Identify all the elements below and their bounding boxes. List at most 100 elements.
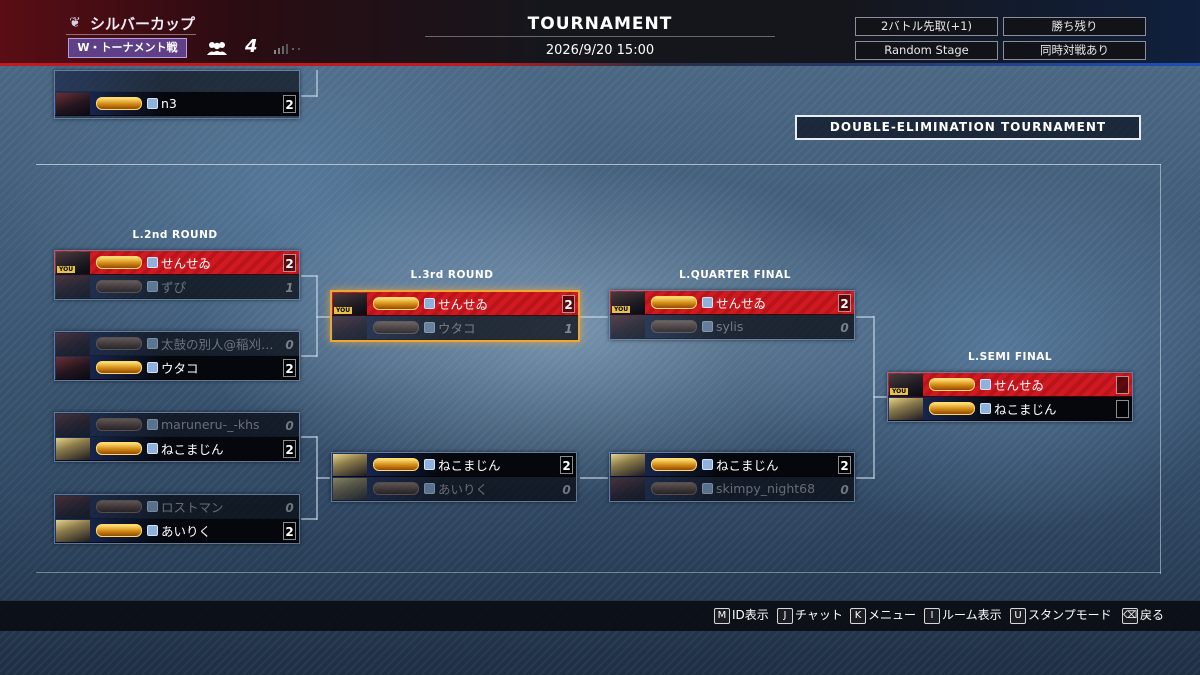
character-avatar	[56, 495, 90, 518]
character-avatar	[611, 315, 645, 338]
character-avatar	[611, 477, 645, 500]
platform-icon	[147, 98, 158, 109]
you-tag: YOU	[612, 305, 631, 313]
title-rule	[425, 36, 775, 37]
player-score: 2	[283, 521, 296, 540]
platform-icon	[147, 501, 158, 512]
connector	[301, 518, 317, 520]
player-row-loser[interactable]: あいりく 0	[332, 477, 576, 501]
platform-icon	[147, 338, 158, 349]
match-card-l3-2[interactable]: ねこまじん 2 あいりく 0	[331, 452, 577, 502]
character-avatar	[56, 437, 90, 460]
player-name: 太鼓の別人@稲刈準…	[161, 337, 283, 352]
player-row-winner[interactable]: YOU せんせゐ 2	[610, 291, 854, 315]
player-row-loser[interactable]: ウタコ 1	[332, 316, 578, 340]
you-tag: YOU	[334, 306, 353, 314]
rank-badge-icon	[929, 402, 975, 415]
platform-icon	[147, 362, 158, 373]
player-row-loser[interactable]: sylis 0	[610, 315, 854, 339]
character-avatar	[56, 519, 90, 542]
player-name: ねこまじん	[438, 458, 501, 473]
player-name: せんせゐ	[161, 256, 212, 271]
player-row-winner[interactable]: ねこまじん 2	[332, 453, 576, 477]
player-name: あいりく	[438, 482, 489, 497]
stage-rule-tag: Random Stage	[855, 41, 998, 60]
connector	[856, 477, 874, 479]
match-datetime: 2026/9/20 15:00	[545, 43, 655, 58]
platform-icon	[424, 298, 435, 309]
player-row[interactable]: YOU せんせゐ	[888, 373, 1132, 397]
key-j-icon: J	[777, 607, 793, 624]
tournament-type-label: DOUBLE-ELIMINATION TOURNAMENT	[795, 115, 1141, 140]
match-card-l2-3[interactable]: maruneru-_-khs 0 ねこまじん 2	[54, 412, 300, 462]
player-row-loser[interactable]: 太鼓の別人@稲刈準… 0	[55, 332, 299, 356]
player-name: ロストマン	[161, 500, 224, 515]
rank-badge-icon	[96, 97, 142, 110]
player-row-loser[interactable]: ずぴ 1	[55, 275, 299, 299]
platform-icon	[980, 379, 991, 390]
wings-emblem-icon: ❦	[69, 15, 81, 31]
player-row[interactable]: n3 2	[55, 92, 299, 116]
key-m-icon: M	[714, 607, 730, 624]
player-name: ウタコ	[161, 361, 199, 376]
player-row-winner[interactable]: YOU せんせゐ 2	[332, 292, 578, 316]
player-name: せんせゐ	[716, 296, 767, 311]
cup-name: シルバーカップ	[90, 15, 196, 33]
match-card-l2-4[interactable]: ロストマン 0 あいりく 2	[54, 494, 300, 544]
match-card-l3-1[interactable]: YOU せんせゐ 2 ウタコ 1	[330, 290, 580, 342]
match-card-top-partial[interactable]: n3 2	[54, 70, 300, 119]
rank-badge-icon	[96, 500, 142, 513]
rank-badge-icon	[651, 296, 697, 309]
match-card-lqf-1[interactable]: YOU せんせゐ 2 sylis 0	[609, 290, 855, 340]
rank-badge-icon	[651, 458, 697, 471]
rank-badge-icon	[929, 378, 975, 391]
match-card-l2-1[interactable]: YOU せんせゐ 2 ずぴ 1	[54, 250, 300, 300]
player-score: 2	[283, 358, 296, 377]
player-row-winner[interactable]: あいりく 2	[55, 519, 299, 543]
player-row-winner[interactable]: ねこまじん 2	[55, 437, 299, 461]
connector	[856, 316, 874, 318]
help-label: 戻る	[1140, 608, 1165, 622]
character-avatar: YOU	[889, 373, 923, 396]
platform-icon	[702, 459, 713, 470]
character-avatar	[56, 92, 90, 115]
match-card-l2-2[interactable]: 太鼓の別人@稲刈準… 0 ウタコ 2	[54, 331, 300, 381]
character-avatar	[56, 356, 90, 379]
player-score: 0	[285, 418, 294, 433]
character-avatar	[56, 332, 90, 355]
player-row-loser[interactable]: skimpy_night68 0	[610, 477, 854, 501]
player-score	[1116, 399, 1129, 418]
connector	[580, 477, 608, 479]
player-row-winner[interactable]: YOU せんせゐ 2	[55, 251, 299, 275]
player-score	[1116, 375, 1129, 394]
player-row-winner[interactable]: ウタコ 2	[55, 356, 299, 380]
platform-icon	[424, 483, 435, 494]
player-row-loser[interactable]: ロストマン 0	[55, 495, 299, 519]
rank-badge-icon	[373, 321, 419, 334]
player-row-winner[interactable]: ねこまじん 2	[610, 453, 854, 477]
match-card-lqf-2[interactable]: ねこまじん 2 skimpy_night68 0	[609, 452, 855, 502]
player-row	[55, 71, 299, 92]
rank-badge-icon	[373, 482, 419, 495]
player-row-loser[interactable]: maruneru-_-khs 0	[55, 413, 299, 437]
player-score: 2	[283, 94, 296, 113]
connector	[301, 95, 317, 97]
backspace-key-icon: ⌫	[1122, 607, 1138, 624]
player-name: ねこまじん	[716, 458, 779, 473]
platform-icon	[147, 443, 158, 454]
connector	[316, 70, 318, 97]
help-label: メニュー	[868, 608, 917, 622]
player-row[interactable]: ねこまじん	[888, 397, 1132, 421]
match-card-lsf-1[interactable]: YOU せんせゐ ねこまじん	[887, 372, 1133, 422]
character-avatar: YOU	[611, 291, 645, 314]
player-name: skimpy_night68	[716, 481, 816, 496]
rank-badge-icon	[96, 418, 142, 431]
platform-icon	[702, 483, 713, 494]
help-back[interactable]: ⌫戻る	[1122, 607, 1164, 624]
rank-badge-icon	[96, 361, 142, 374]
